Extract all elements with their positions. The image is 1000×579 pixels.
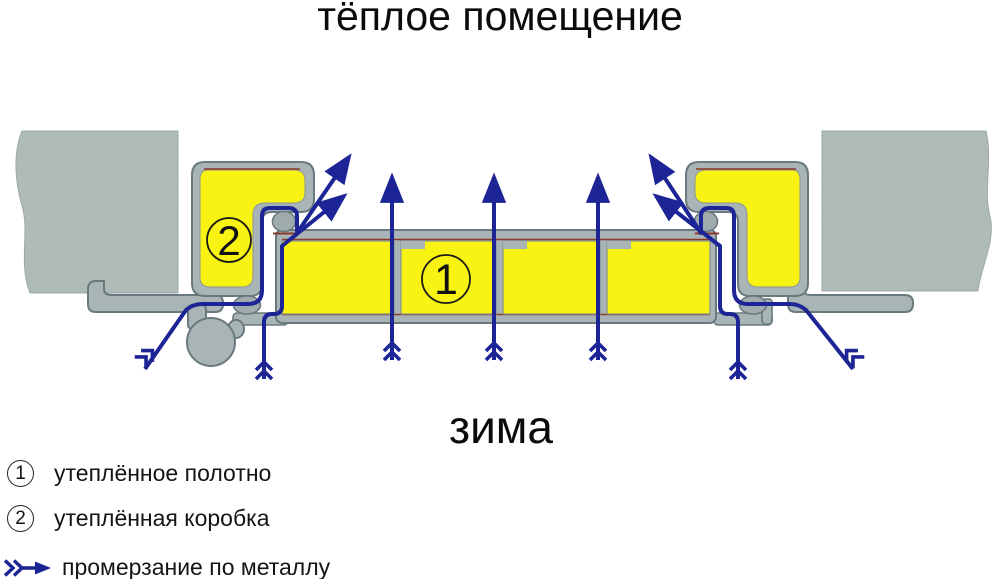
frost-path-frame-right	[648, 153, 855, 371]
right-wall	[821, 130, 992, 292]
leaf-insulation-panels	[281, 240, 711, 315]
leaf-stiffener-notches	[401, 241, 631, 249]
frost-path-leaf-left	[262, 193, 348, 379]
frost-path-frame-left	[143, 153, 352, 371]
frost-paths	[143, 153, 855, 379]
frost-arrow-icon	[3, 558, 51, 577]
callout-frame-number: 2	[217, 217, 240, 264]
seal-top-left	[271, 210, 297, 233]
winter-label: зима	[449, 401, 553, 453]
legend-item-label: утеплённое полотно	[54, 460, 272, 486]
door-frame-left	[191, 161, 315, 297]
frame-insulation-left	[199, 169, 306, 288]
callout-frame: 2	[206, 217, 252, 264]
legend-item-label: промерзание по металлу	[62, 554, 331, 579]
left-wall	[15, 130, 179, 294]
frame-insulation-right	[694, 169, 801, 288]
legend-callout-2-marker: 2	[7, 505, 34, 532]
hinge	[186, 304, 245, 367]
frost-path-leaf-right	[652, 193, 740, 379]
legend-item-label: утеплённая коробка	[54, 505, 270, 531]
frost-cold-entry-chevrons	[132, 341, 867, 381]
legend-item-insulated-leaf: 1 утеплённое полотно	[7, 460, 271, 487]
legend-item-insulated-frame: 2 утеплённая коробка	[7, 505, 270, 532]
legend-item-frost-through-metal: промерзание по металлу	[3, 554, 331, 579]
warm-room-label: тёплое помещение	[317, 0, 683, 39]
door-frame-right	[685, 161, 809, 297]
callout-leaf: 1	[421, 254, 471, 304]
seals	[232, 210, 768, 315]
callout-leaf-number: 1	[434, 256, 458, 304]
left-sill-plate	[87, 280, 224, 313]
legend-callout-1-marker: 1	[7, 460, 34, 487]
